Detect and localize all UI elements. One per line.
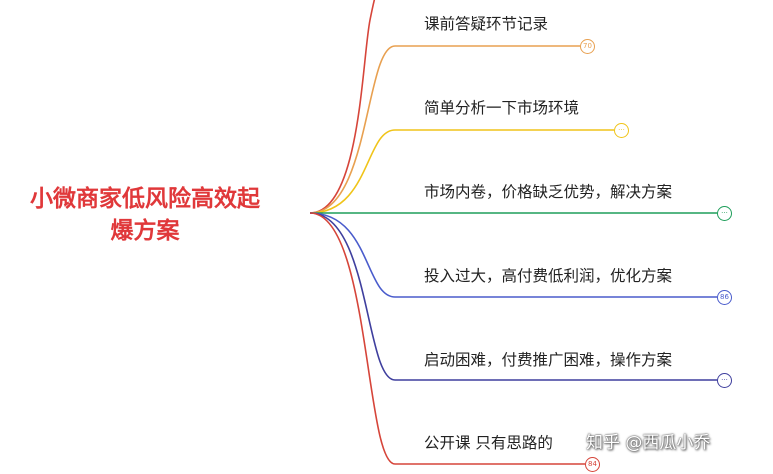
connector-qa-record (309, 45, 580, 214)
watermark: 知乎 @西瓜小乔 (586, 433, 711, 453)
branch-topic-qa-record[interactable]: 课前答疑环节记录 (424, 15, 549, 33)
collapse-badge-launch-operation[interactable]: ··· (717, 373, 732, 388)
connector-open-course (309, 212, 585, 465)
root-topic-line1: 小微商家低风险高效起 (30, 186, 260, 212)
root-topic[interactable]: 小微商家低风险高效起 爆方案 (0, 183, 290, 247)
branch-topic-market-analysis[interactable]: 简单分析一下市场环境 (424, 99, 580, 117)
connector-launch-operation (309, 212, 717, 381)
collapse-badge-cost-optimization[interactable]: 86 (717, 290, 732, 305)
connector-cost-optimization (309, 212, 717, 298)
collapse-badge-price-solution[interactable]: ··· (717, 206, 732, 221)
collapse-badge-market-analysis[interactable]: ··· (614, 123, 629, 138)
branch-topic-open-course[interactable]: 公开课 只有思路的 (424, 434, 553, 452)
branch-topic-cost-optimization[interactable]: 投入过大，高付费低利润，优化方案 (424, 267, 673, 285)
collapse-badge-qa-record[interactable]: 70 (580, 39, 595, 54)
collapse-badge-open-course[interactable]: 84 (585, 457, 600, 472)
branch-topic-price-solution[interactable]: 市场内卷，价格缺乏优势，解决方案 (424, 183, 673, 201)
root-topic-line2: 爆方案 (110, 218, 180, 244)
branch-topic-launch-operation[interactable]: 启动困难，付费推广困难，操作方案 (424, 351, 673, 369)
connector-top-offscreen (309, 0, 376, 214)
connector-market-analysis (309, 129, 614, 214)
